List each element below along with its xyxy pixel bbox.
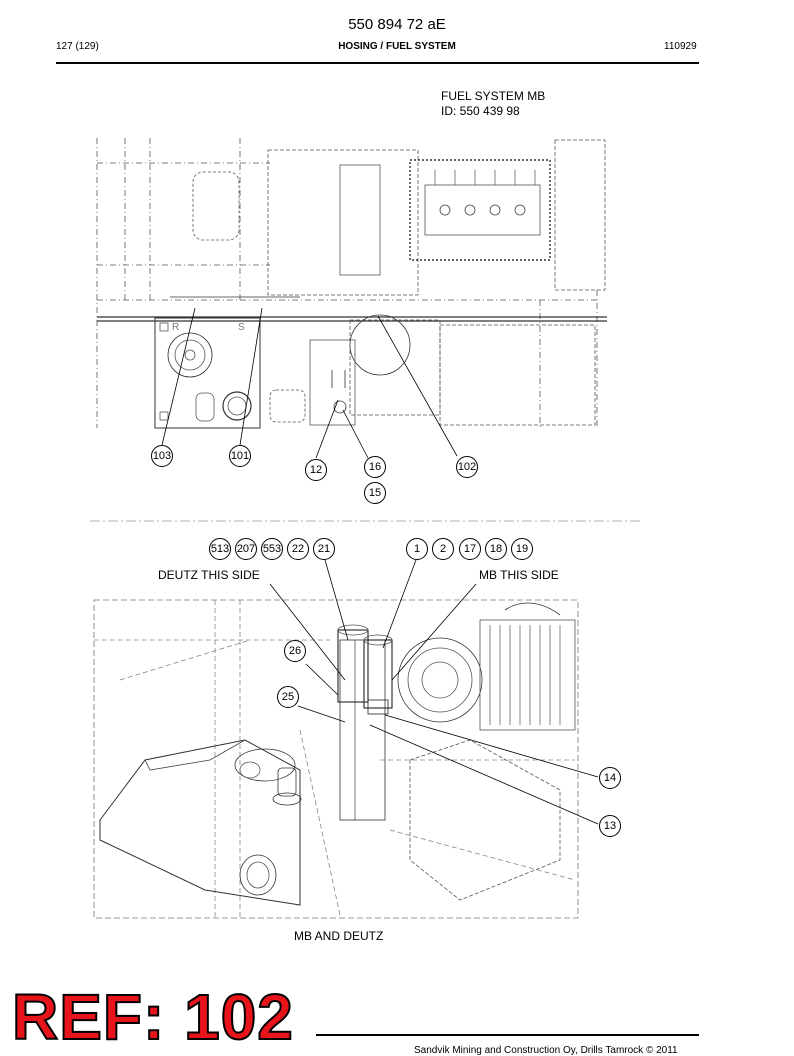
figure-title-line1: FUEL SYSTEM MB — [441, 89, 546, 103]
ref-stamp: REF: 102 — [11, 980, 294, 1054]
callout-18: 18 — [485, 538, 507, 560]
callout-1: 1 — [406, 538, 428, 560]
callout-16: 16 — [364, 456, 386, 478]
header-rule — [56, 62, 699, 64]
callout-22: 22 — [287, 538, 309, 560]
callout-26: 26 — [284, 640, 306, 662]
callout-25: 25 — [277, 686, 299, 708]
callout-207: 207 — [235, 538, 257, 560]
svg-text:S: S — [238, 322, 245, 333]
callout-101: 101 — [229, 445, 251, 467]
callout-19: 19 — [511, 538, 533, 560]
callout-21: 21 — [313, 538, 335, 560]
date-code: 110929 — [664, 41, 697, 52]
callout-14: 14 — [599, 767, 621, 789]
callout-13: 13 — [599, 815, 621, 837]
footer-copyright: Sandvik Mining and Construction Oy, Dril… — [414, 1045, 678, 1056]
label-mb-side: MB THIS SIDE — [479, 568, 559, 582]
svg-text:R: R — [172, 322, 179, 333]
figure-caption: MB AND DEUTZ — [294, 929, 384, 943]
callout-2: 2 — [432, 538, 454, 560]
footer-rule — [316, 1034, 699, 1036]
callout-15: 15 — [364, 482, 386, 504]
callout-103: 103 — [151, 445, 173, 467]
document-number: 550 894 72 aE — [348, 16, 446, 33]
figure-title: FUEL SYSTEM MB ID: 550 439 98 — [441, 89, 545, 119]
page-number: 127 (129) — [56, 41, 99, 52]
label-deutz-side: DEUTZ THIS SIDE — [158, 568, 260, 582]
callout-513: 513 — [209, 538, 231, 560]
callout-553: 553 — [261, 538, 283, 560]
figure-title-line2: ID: 550 439 98 — [441, 104, 520, 118]
callout-17: 17 — [459, 538, 481, 560]
callout-102: 102 — [456, 456, 478, 478]
section-title: HOSING / FUEL SYSTEM — [338, 41, 456, 52]
callout-12: 12 — [305, 459, 327, 481]
